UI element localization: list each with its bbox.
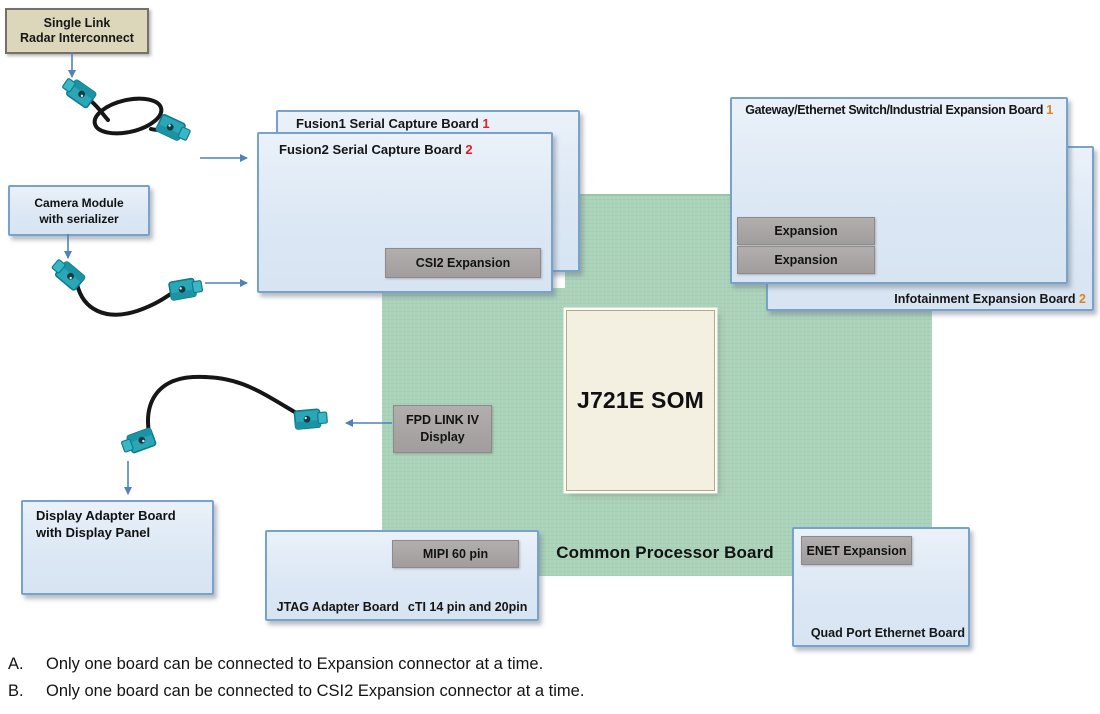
gateway-board-number: 1 [1046, 103, 1053, 117]
infotainment-board-number: 2 [1079, 292, 1086, 306]
fakra-connector-icon [167, 276, 205, 302]
fusion2-board-number: 2 [465, 142, 473, 157]
camera-module: Camera Module with serializer [8, 185, 150, 236]
expansion-connector-bottom: Expansion [737, 246, 875, 274]
fakra-connector-icon [48, 255, 87, 292]
enet-expansion-connector: ENET Expansion [801, 536, 912, 565]
fakra-connector-icon [59, 74, 98, 110]
camera-cable [75, 282, 177, 317]
note-b-text: Only one board can be connected to CSI2 … [46, 682, 585, 700]
j721e-som: J721E SOM [566, 310, 715, 491]
note-a: A. Only one board can be connected to Ex… [8, 655, 1088, 674]
expansion-connector-top: Expansion [737, 217, 875, 245]
csi2-expansion-connector: CSI2 Expansion [385, 248, 541, 278]
fusion1-board-number: 1 [482, 116, 490, 131]
fakra-connector-icon [154, 113, 193, 145]
note-a-label: A. [8, 655, 24, 673]
infotainment-board-title: Infotainment Expansion Board 2 [894, 292, 1086, 306]
note-b-label: B. [8, 682, 24, 700]
fakra-connector-icon [293, 407, 329, 430]
fpd-link-display-connector: FPD LINK IV Display [393, 405, 492, 453]
mipi-60pin-connector: MIPI 60 pin [392, 540, 519, 568]
fakra-connector-icon [119, 426, 158, 457]
display-adapter-board: Display Adapter Board with Display Panel [21, 500, 214, 595]
fusion1-board-title: Fusion1 Serial Capture Board 1 [296, 116, 490, 131]
som-label: J721E SOM [576, 387, 705, 413]
gateway-board-title: Gateway/Ethernet Switch/Industrial Expan… [745, 103, 1053, 117]
fusion2-board-title: Fusion2 Serial Capture Board 2 [279, 142, 473, 157]
single-link-radar-interconnect: Single Link Radar Interconnect [5, 8, 149, 54]
quad-port-board-title: Quad Port Ethernet Board [810, 626, 965, 640]
common-processor-board-label: Common Processor Board [556, 543, 774, 562]
radar-cable [89, 96, 171, 136]
display-cable [146, 374, 300, 435]
note-b: B. Only one board can be connected to CS… [8, 682, 1088, 701]
note-a-text: Only one board can be connected to Expan… [46, 655, 544, 673]
